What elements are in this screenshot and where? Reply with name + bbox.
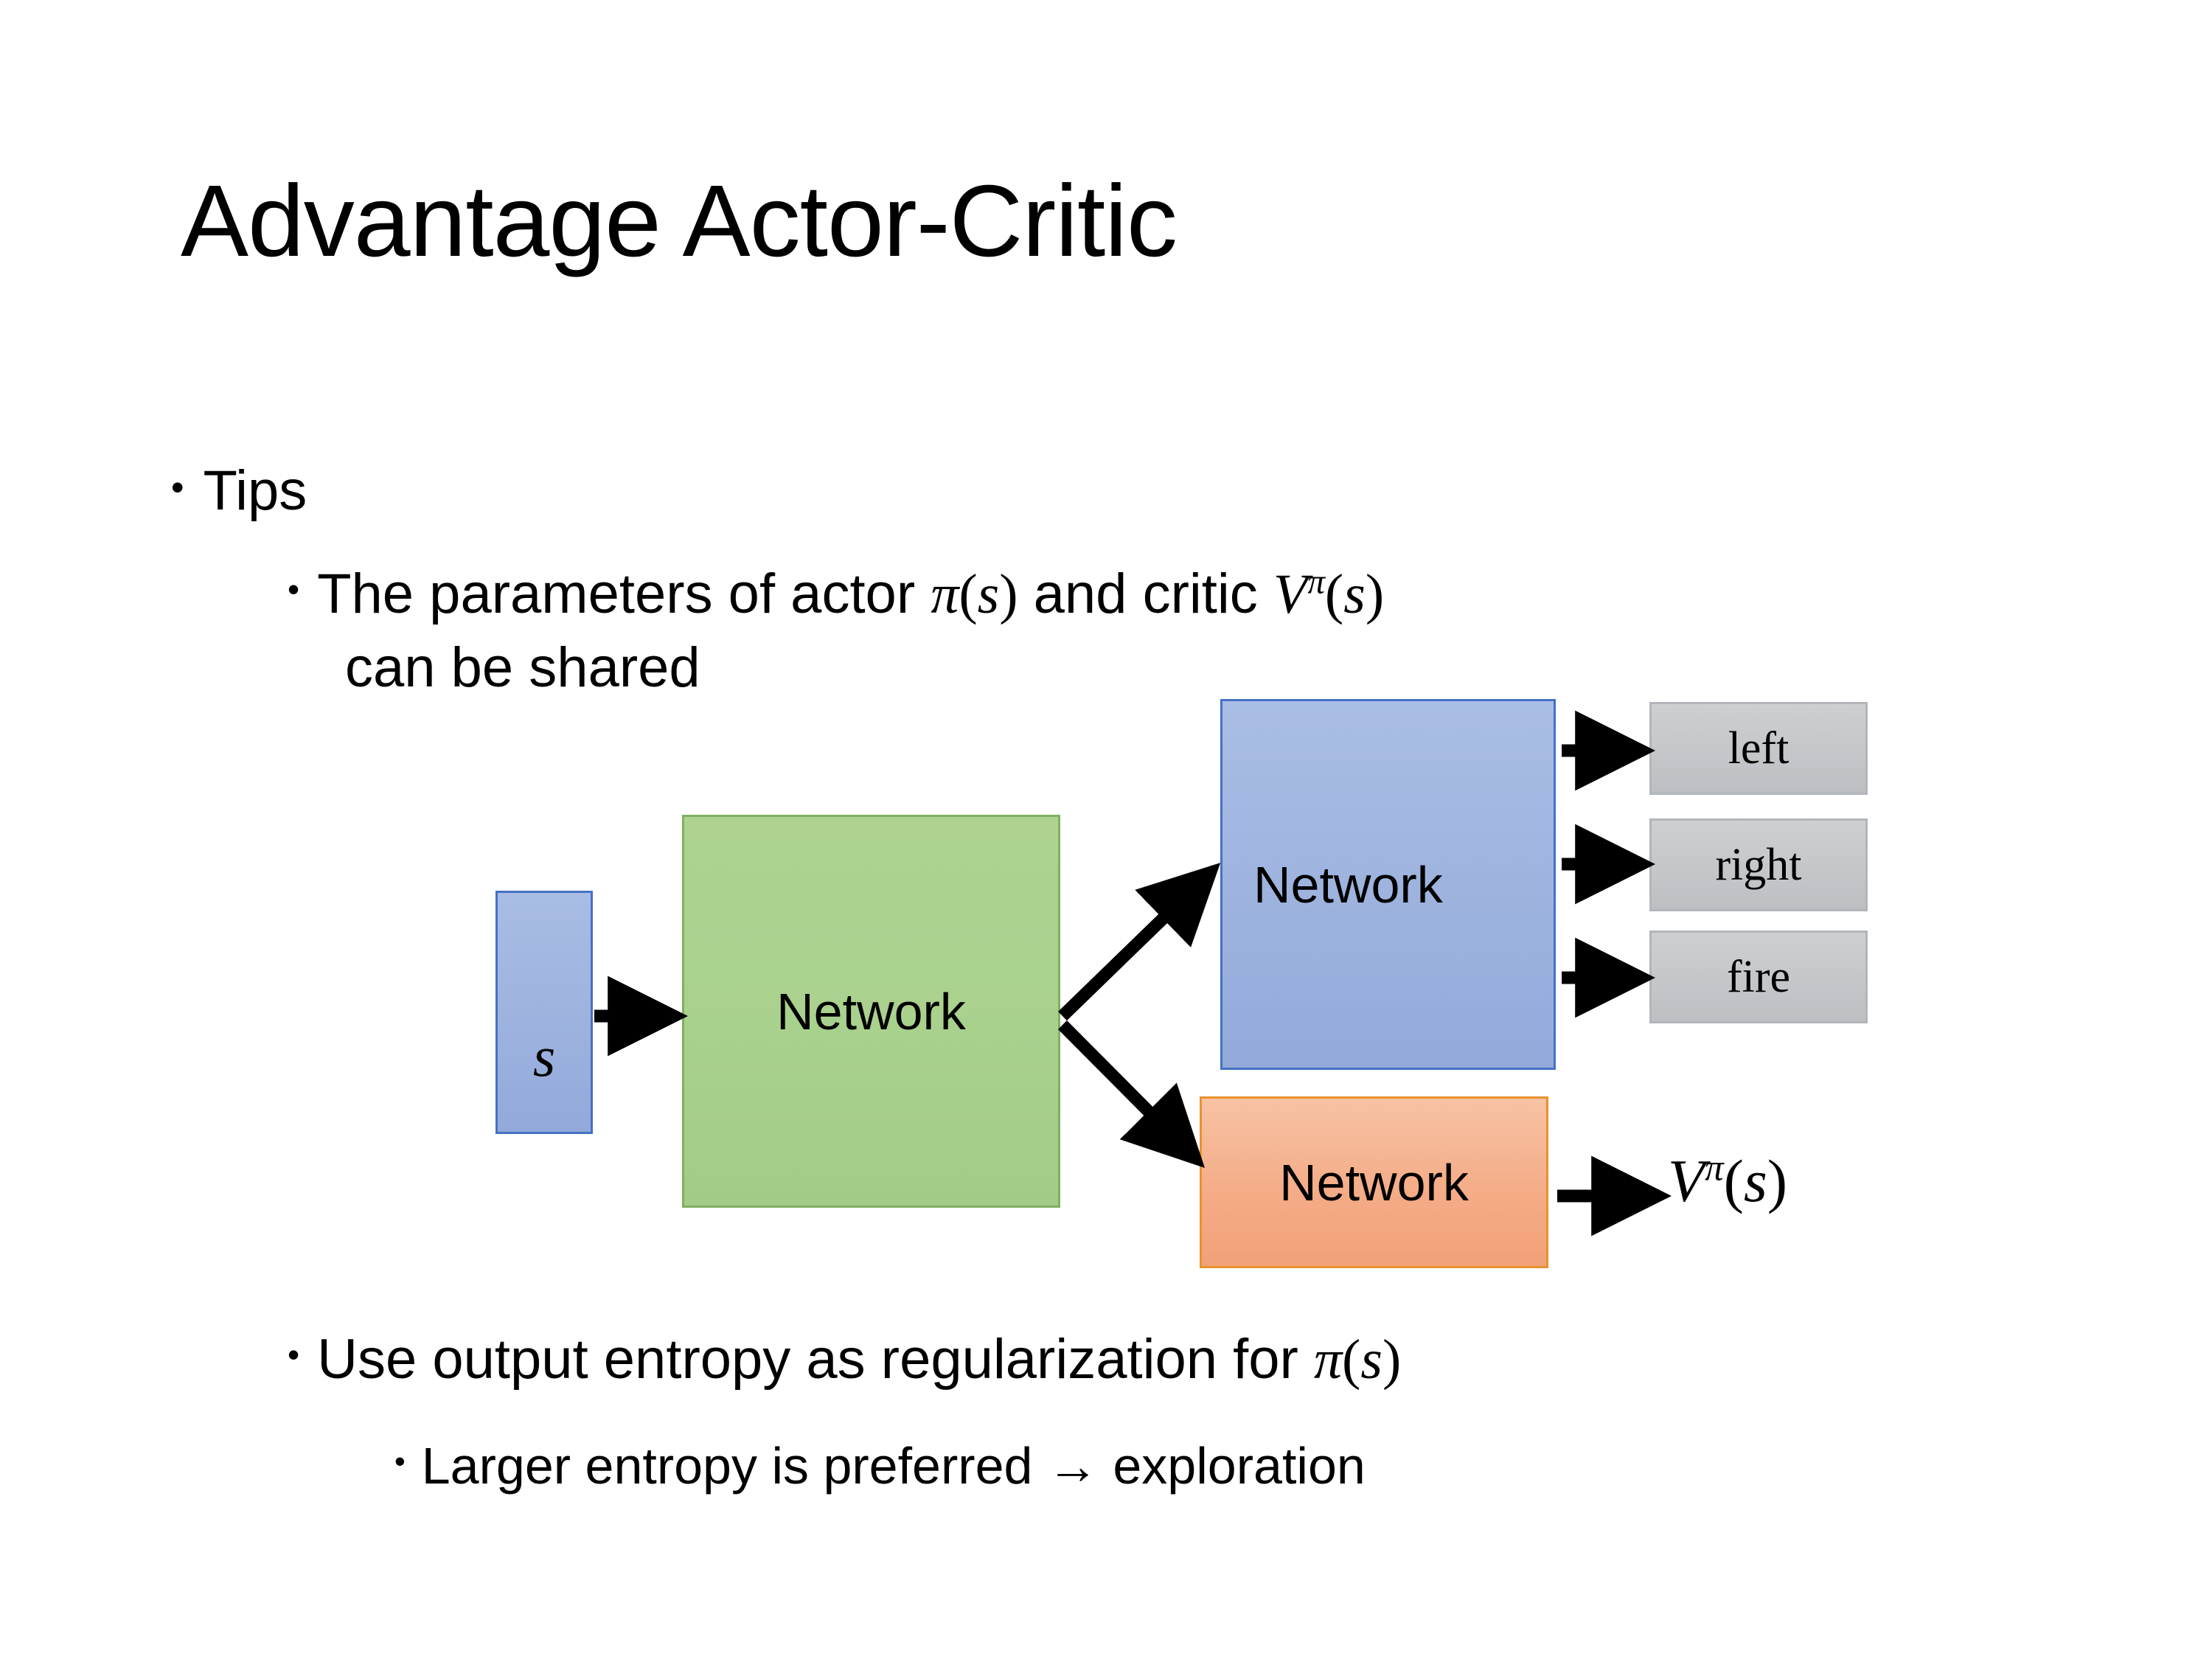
critic-network-label: Network xyxy=(1279,1153,1469,1211)
pi-symbol: π xyxy=(931,563,959,625)
critic-network-box: Network xyxy=(1200,1096,1548,1268)
bullet-entropy-regularization: • Use output entropy as regularization f… xyxy=(288,1327,1401,1392)
bullet-tips-label: Tips xyxy=(203,459,307,522)
paren-open: ( xyxy=(1324,563,1344,625)
paren-close: ) xyxy=(999,563,1018,625)
bullet-marker-icon: • xyxy=(288,1335,300,1374)
paren-open: ( xyxy=(1723,1147,1744,1214)
pi-superscript: π xyxy=(1307,563,1325,602)
paren-open: ( xyxy=(959,563,978,625)
text-fragment: Use output entropy as regularization for xyxy=(317,1328,1314,1391)
arrow-shared-to-actor xyxy=(1058,863,1221,1021)
state-symbol: s xyxy=(977,563,1000,625)
bullet-larger-entropy: • Larger entropy is preferred → explorat… xyxy=(394,1436,1366,1495)
paren-close: ) xyxy=(1382,1329,1402,1391)
value-function-symbol: V xyxy=(1668,1147,1705,1214)
bullet-marker-icon: • xyxy=(394,1444,406,1478)
bullet-marker-icon: • xyxy=(288,570,300,608)
bullet-shared-parameters-label: The parameters of actor π(s) and critic … xyxy=(317,562,1384,627)
action-label-fire: fire xyxy=(1726,951,1791,1002)
action-label-left: left xyxy=(1728,723,1790,773)
bullet-shared-parameters-line2: can be shared xyxy=(345,636,700,699)
action-box-fire: fire xyxy=(1649,931,1868,1023)
action-label-right: right xyxy=(1715,839,1802,890)
arrow-shared-to-critic xyxy=(1057,1020,1205,1169)
page-title: Advantage Actor-Critic xyxy=(181,164,1178,278)
actor-network-box: Network xyxy=(1220,699,1556,1070)
bullet-entropy-regularization-label: Use output entropy as regularization for… xyxy=(317,1327,1401,1392)
bullet-shared-parameters: • The parameters of actor π(s) and criti… xyxy=(288,562,1384,627)
pi-symbol: π xyxy=(1313,1329,1343,1391)
input-state-label: s xyxy=(532,1024,556,1088)
state-symbol: s xyxy=(1343,563,1366,625)
value-function-symbol: V xyxy=(1273,563,1308,625)
action-box-right: right xyxy=(1649,818,1868,911)
actor-network-label: Network xyxy=(1253,855,1443,914)
bullet-tips: • Tips xyxy=(171,459,307,523)
text-fragment: and critic xyxy=(1018,563,1273,625)
text-fragment: The parameters of actor xyxy=(317,563,931,625)
bullet-larger-entropy-label: Larger entropy is preferred → exploratio… xyxy=(421,1437,1366,1495)
state-symbol: s xyxy=(1743,1147,1767,1214)
paren-close: ) xyxy=(1767,1147,1788,1214)
paren-open: ( xyxy=(1342,1329,1361,1391)
input-state-box: s xyxy=(495,891,593,1134)
shared-network-label: Network xyxy=(776,982,966,1040)
action-box-left: left xyxy=(1649,702,1868,795)
bullet-marker-icon: • xyxy=(171,467,184,508)
paren-close: ) xyxy=(1365,563,1385,625)
shared-network-box: Network xyxy=(682,815,1060,1208)
state-symbol: s xyxy=(1360,1329,1382,1391)
value-output-label: Vπ(s) xyxy=(1668,1147,1787,1216)
pi-superscript: π xyxy=(1705,1147,1724,1189)
